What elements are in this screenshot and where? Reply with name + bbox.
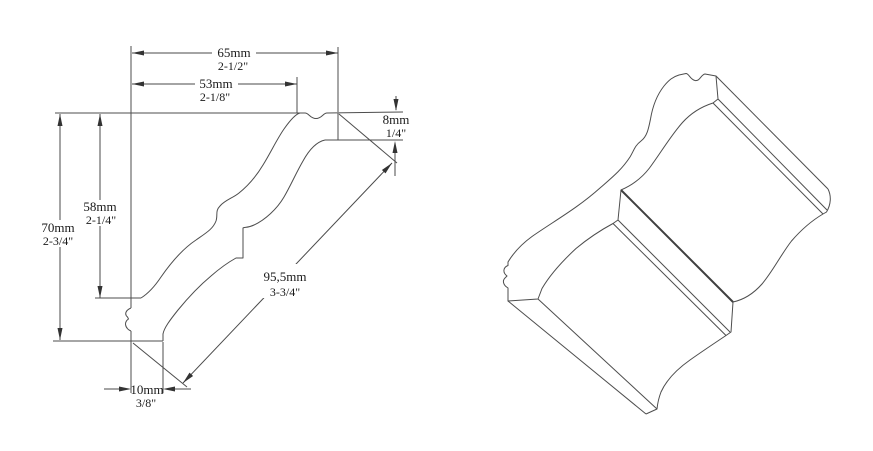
dim-face-diagonal-mm: 95,5mm	[264, 269, 307, 284]
dim-width-top: 53mm 2-1/8"	[132, 76, 297, 104]
isometric-3d-view	[502, 73, 831, 415]
arrowhead-up	[392, 141, 398, 153]
lengthwise-edges	[507, 75, 829, 415]
arrowhead-right	[285, 81, 297, 87]
arrowhead-bottom	[97, 286, 103, 298]
extension-diag-bottom	[132, 342, 188, 388]
dim-width-top-mm: 53mm	[199, 76, 232, 91]
edge-step-top	[620, 189, 734, 303]
dim-width-total: 65mm 2-1/2"	[132, 45, 338, 73]
dim-edge-right: 8mm 1/4"	[383, 96, 410, 176]
arrowhead-right	[326, 50, 338, 56]
dim-edge-right-inch: 1/4"	[386, 126, 406, 140]
arrowhead-bottom	[57, 328, 63, 340]
dim-bottom-width: 10mm 3/8"	[104, 382, 191, 410]
dim-width-total-inch: 2-1/2"	[218, 59, 248, 73]
edge-top-corner	[715, 75, 829, 190]
dim-height-inner: 58mm 2-1/4"	[81, 114, 121, 298]
dim-width-total-mm: 65mm	[217, 45, 250, 60]
far-end-outline	[645, 188, 831, 415]
arrowhead-right	[119, 386, 131, 392]
profile-2d-view: 65mm 2-1/2" 53mm 2-1/8" 70mm 2-3/4"	[39, 45, 409, 410]
profile-outline	[53, 46, 404, 393]
label-gap-mask	[81, 200, 121, 226]
dim-face-diagonal: 95,5mm 3-3/4"	[182, 162, 393, 384]
dim-bottom-width-inch: 3/8"	[136, 396, 156, 410]
dim-height-total-mm: 70mm	[41, 220, 74, 235]
dim-bottom-width-mm: 10mm	[130, 382, 163, 397]
dim-height-inner-mm: 58mm	[83, 199, 116, 214]
wall-quirk-bead	[125, 307, 132, 332]
dim-edge-right-mm: 8mm	[383, 112, 410, 127]
ceiling-extension	[326, 111, 404, 114]
extension-diag-top	[338, 113, 398, 164]
label-gap-mask	[254, 264, 316, 298]
arrowhead-lower	[183, 372, 194, 383]
top-face-notch	[304, 112, 328, 119]
label-gap-mask	[39, 220, 79, 247]
edge-bottom-front	[537, 298, 658, 410]
arrowhead-upper	[381, 163, 392, 174]
arrowhead-left	[132, 81, 144, 87]
edge-step-bottom	[617, 219, 731, 333]
dim-face-diagonal-inch: 3-3/4"	[270, 285, 300, 299]
arrowhead-down	[393, 99, 399, 111]
dim-height-total: 70mm 2-3/4"	[39, 114, 79, 340]
dim-height-inner-inch: 2-1/4"	[86, 213, 116, 227]
end-face-outline	[502, 73, 719, 302]
arrowhead-left	[163, 386, 175, 392]
label-gap-mask	[212, 46, 256, 59]
dim-width-top-inch: 2-1/8"	[200, 90, 230, 104]
edge-ledge-upper	[717, 98, 828, 211]
arrowhead-top	[57, 114, 63, 126]
dim-height-total-inch: 2-3/4"	[43, 234, 73, 248]
arrowhead-top	[97, 114, 103, 126]
edge-step-ledge	[612, 223, 727, 336]
edge-bottom-back	[507, 300, 647, 415]
edge-ledge-lower	[712, 102, 824, 215]
back-ogee-curve	[140, 112, 301, 299]
arrowhead-left	[132, 50, 144, 56]
front-ogee-curve	[162, 139, 326, 341]
label-gap-mask	[195, 77, 238, 90]
